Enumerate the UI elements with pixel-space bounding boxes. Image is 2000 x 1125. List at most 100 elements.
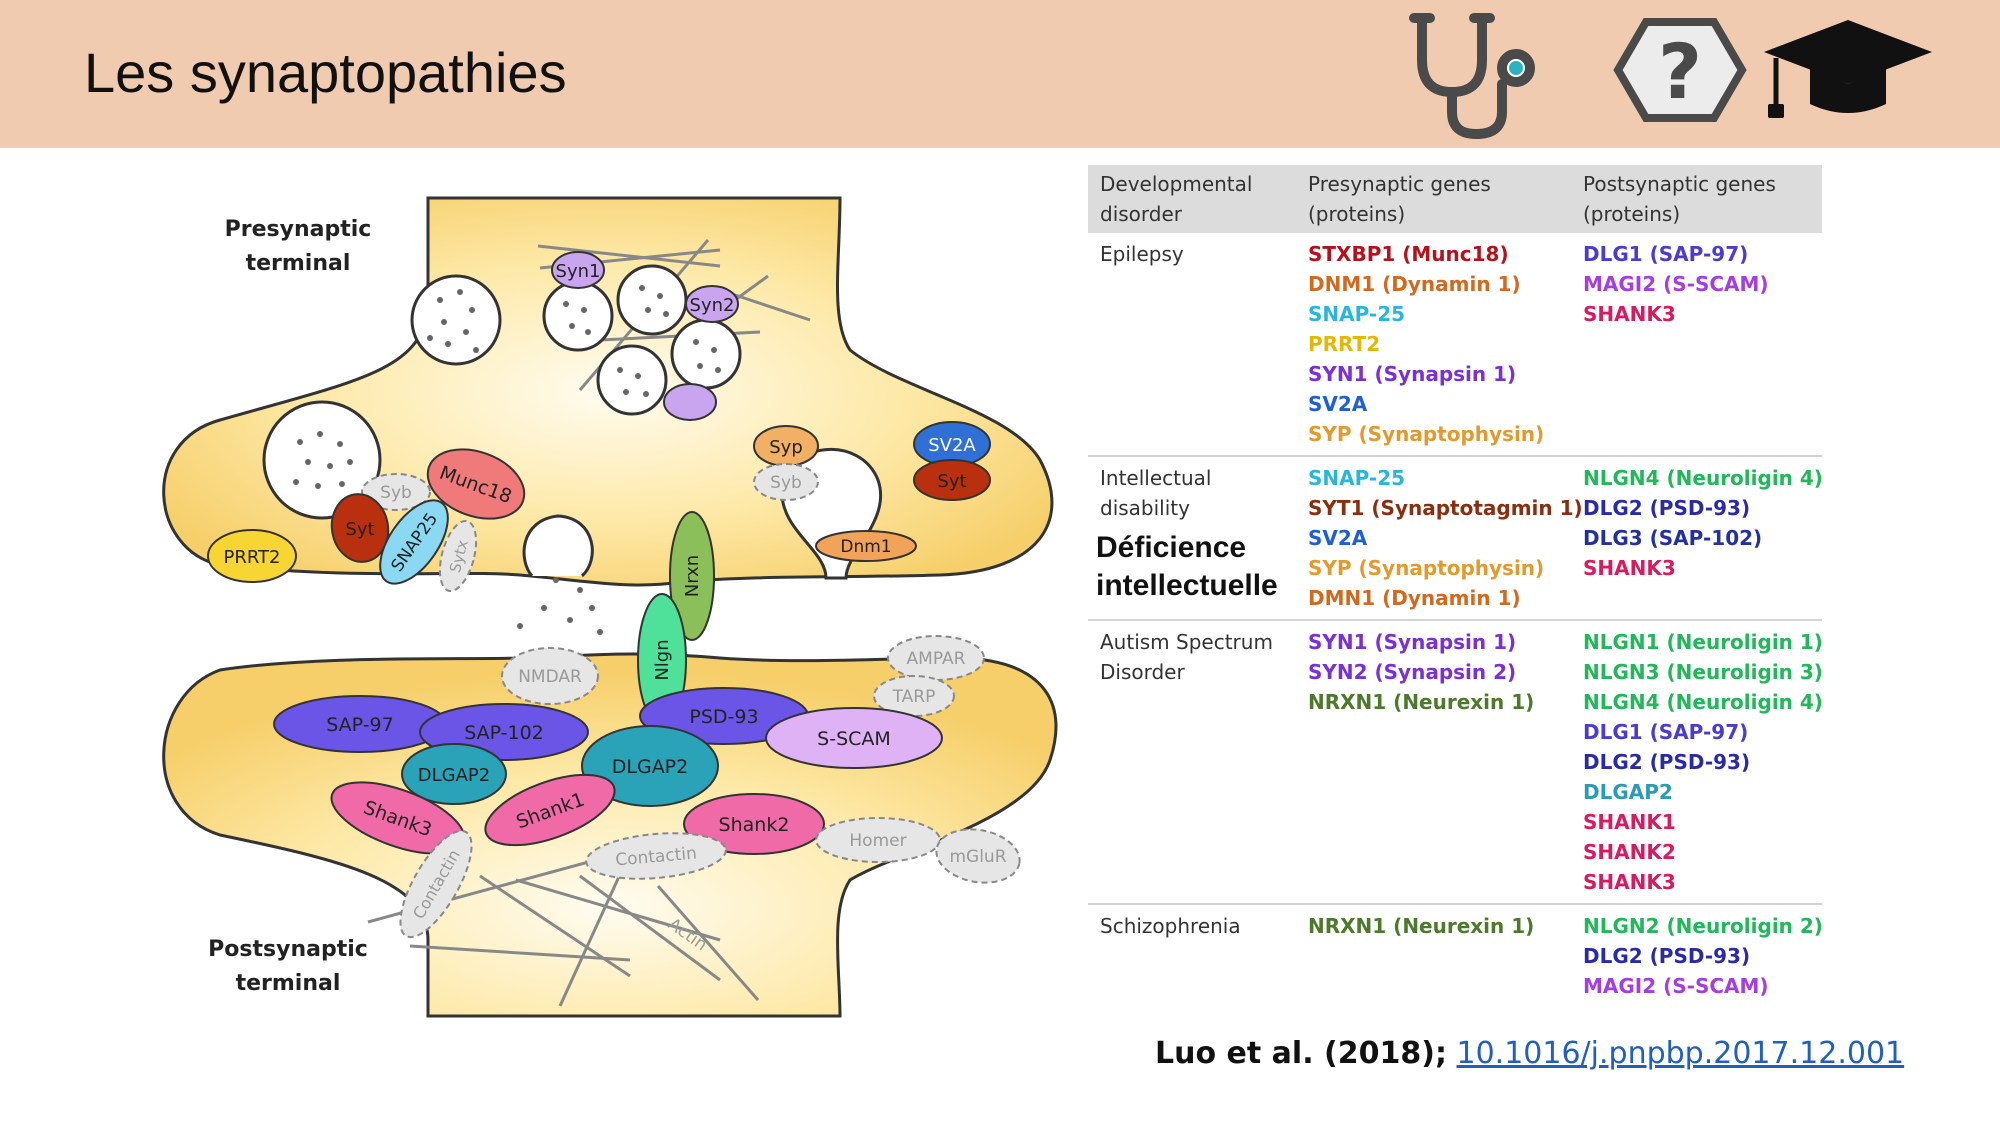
label-syn1: Syn1 <box>556 261 601 282</box>
gene-entry: DLG2 (PSD-93) <box>1583 944 1751 968</box>
header-disorder-line2: disorder <box>1100 202 1183 226</box>
protein-contactin-horizontal: Contactin <box>585 832 727 880</box>
gene-entry: NLGN3 (Neuroligin 3) <box>1583 660 1823 684</box>
protein-syb: Syb <box>361 473 431 511</box>
label-nmdar: NMDAR <box>518 667 582 687</box>
vesicle <box>670 318 742 390</box>
label-shank2: Shank2 <box>719 814 790 836</box>
gene-entry: MAGI2 (S-SCAM) <box>1583 974 1769 998</box>
label-syb: Syb <box>380 483 412 503</box>
protein-syp: Syp <box>753 425 819 467</box>
stethoscope-icon[interactable] <box>1409 13 1535 140</box>
protein-munc18: Munc18 <box>426 448 526 520</box>
protein-ampar: AMPAR <box>887 635 985 681</box>
presynaptic-label-line1: Presynaptic <box>225 217 372 242</box>
vesicle <box>262 400 382 520</box>
protein-tarp: TARP <box>873 675 955 717</box>
protein-dnm1: Dnm1 <box>815 530 917 562</box>
gene-entry: SYN2 (Synapsin 2) <box>1308 660 1517 684</box>
protein-sscam: S-SCAM <box>765 707 943 769</box>
protein-nrxn: Nrxn <box>669 511 715 641</box>
protein-prrt2: PRRT2 <box>207 529 297 583</box>
label-syp: Syp <box>769 437 803 458</box>
header-presynaptic-line2: (proteins) <box>1308 202 1406 226</box>
gene-entry: SHANK3 <box>1583 870 1676 894</box>
gene-entry: SHANK1 <box>1583 810 1676 834</box>
citation: Luo et al. (2018); 10.1016/j.pnpbp.2017.… <box>1155 1036 1904 1071</box>
fusing-vesicle <box>522 514 594 578</box>
gene-entry: NLGN4 (Neuroligin 4) <box>1583 466 1823 490</box>
disorder-cell: Schizophrenia <box>1100 911 1308 1001</box>
header-postsynaptic: Postsynaptic genes (proteins) <box>1583 169 1818 229</box>
label-dlgap2-large: DLGAP2 <box>612 756 688 778</box>
gene-entry: SHANK3 <box>1583 556 1676 580</box>
gene-entry: NRXN1 (Neurexin 1) <box>1308 914 1535 938</box>
header-disorder-line1: Developmental <box>1100 172 1253 196</box>
postsynaptic-genes-cell: NLGN1 (Neuroligin 1)NLGN3 (Neuroligin 3)… <box>1583 627 1823 897</box>
postsynaptic-label-line2: terminal <box>236 971 341 996</box>
postsynaptic-genes-cell: DLG1 (SAP-97)MAGI2 (S-SCAM)SHANK3 <box>1583 239 1818 449</box>
protein-sap97: SAP-97 <box>273 695 447 753</box>
header-presynaptic-line1: Presynaptic genes <box>1308 172 1491 196</box>
label-tarp: TARP <box>892 687 936 707</box>
vesicle <box>542 280 614 352</box>
gene-entry: SNAP-25 <box>1308 466 1406 490</box>
gene-entry: NLGN4 (Neuroligin 4) <box>1583 690 1823 714</box>
label-dnm1: Dnm1 <box>840 537 891 557</box>
postsynaptic-label-line1: Postsynaptic <box>208 937 368 962</box>
disorder-name-line: Epilepsy <box>1100 242 1184 266</box>
header-bar: Les synaptopathies ? <box>0 0 2000 148</box>
protein-syn1: Syn1 <box>551 251 605 289</box>
label-sv2a: SV2A <box>928 435 976 456</box>
gene-entry: SYP (Synaptophysin) <box>1308 556 1545 580</box>
citation-doi-link[interactable]: 10.1016/j.pnpbp.2017.12.001 <box>1456 1036 1905 1071</box>
header-postsynaptic-line1: Postsynaptic genes <box>1583 172 1776 196</box>
protein-sytx: Sytx <box>438 519 478 593</box>
gene-entry: SYN1 (Synapsin 1) <box>1308 630 1517 654</box>
gene-entry: DLGAP2 <box>1583 780 1673 804</box>
gene-entry: SNAP-25 <box>1308 302 1406 326</box>
gene-entry: SHANK2 <box>1583 840 1676 864</box>
protein-homer: Homer <box>815 817 941 863</box>
gene-entry: DLG2 (PSD-93) <box>1583 496 1751 520</box>
table-header: Developmental disorder Presynaptic genes… <box>1088 165 1822 233</box>
synapse-diagram: Presynaptic terminal Syn1 S <box>162 196 1058 1018</box>
protein-shank2: Shank2 <box>683 793 825 855</box>
vesicle <box>596 344 668 416</box>
protein-shank1: Shank1 <box>484 773 616 847</box>
label-sap102: SAP-102 <box>464 722 544 744</box>
protein-syn2: Syn2 <box>685 285 739 323</box>
question-hexagon-icon[interactable]: ? <box>1613 18 1747 122</box>
gene-entry: STXBP1 (Munc18) <box>1308 242 1509 266</box>
graduation-cap-icon[interactable] <box>1764 20 1932 118</box>
presynaptic-label-line2: terminal <box>246 251 351 276</box>
disorder-name-line: Intellectual <box>1100 466 1212 490</box>
protein-dlgap2-small: DLGAP2 <box>401 743 507 805</box>
label-nlgn: Nlgn <box>652 639 673 680</box>
disorder-name-line: Autism Spectrum <box>1100 630 1273 654</box>
protein-mglur: mGluR <box>935 828 1021 884</box>
presynaptic-genes-cell: NRXN1 (Neurexin 1) <box>1308 911 1583 1001</box>
label-syt-pre: Syt <box>345 519 374 540</box>
header-disorder: Developmental disorder <box>1100 169 1308 229</box>
postsynaptic-genes-cell: NLGN4 (Neuroligin 4)DLG2 (PSD-93)DLG3 (S… <box>1583 463 1823 613</box>
french-translation-label: Déficience <box>1096 531 1247 564</box>
label-nrxn: Nrxn <box>682 555 703 597</box>
gene-entry: NRXN1 (Neurexin 1) <box>1308 690 1535 714</box>
synaptic-vesicles <box>262 264 742 520</box>
header-icons: ? <box>1409 13 1932 140</box>
gene-entry: SYP (Synaptophysin) <box>1308 422 1545 446</box>
label-dlgap2-small: DLGAP2 <box>418 765 490 786</box>
protein-shank3: Shank3 <box>330 781 466 855</box>
gene-entry: SV2A <box>1308 526 1368 550</box>
label-homer: Homer <box>849 831 906 851</box>
label-psd93: PSD-93 <box>689 706 758 728</box>
vesicle <box>616 264 688 336</box>
